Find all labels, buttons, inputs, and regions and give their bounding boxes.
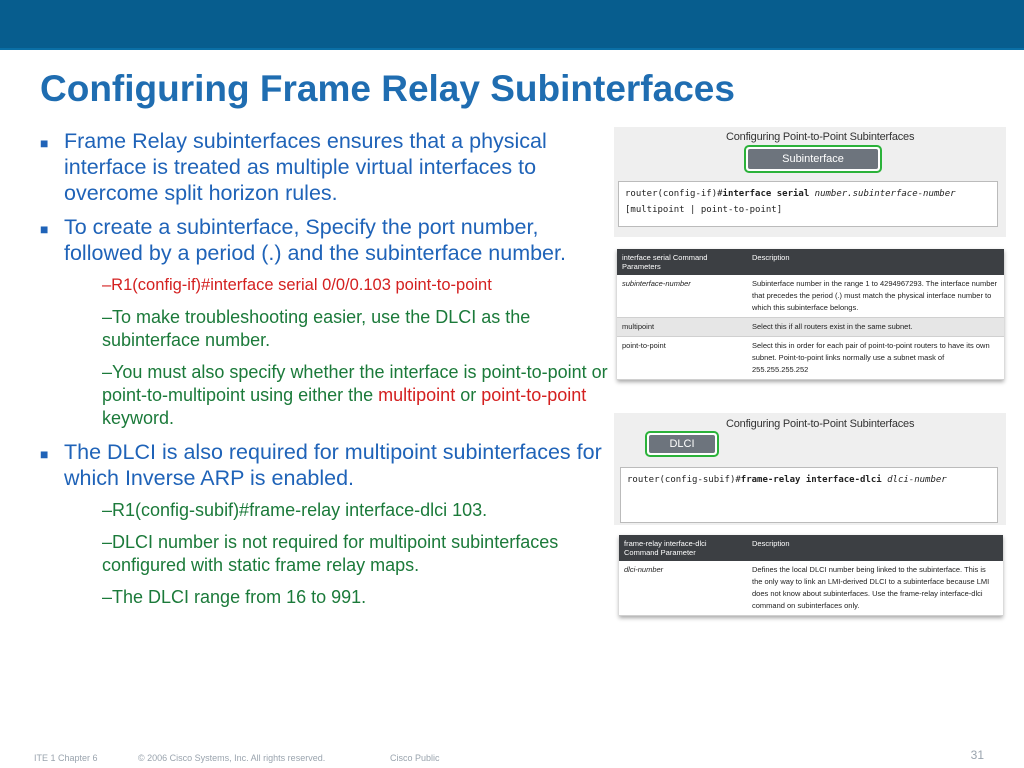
command-syntax-box: router(config-subif)#frame-relay interfa… (620, 467, 998, 523)
bullet-item: ■ To create a subinterface, Specify the … (38, 214, 610, 266)
figure-title: Configuring Point-to-Point Subinterfaces (726, 131, 915, 143)
table-row: subinterface-number Subinterface number … (617, 275, 1004, 318)
param-cell: dlci-number (619, 561, 747, 616)
bullet-text: To create a subinterface, Specify the po… (64, 215, 566, 265)
table-row: point-to-point Select this in order for … (617, 336, 1004, 380)
figure-title: Configuring Point-to-Point Subinterfaces (726, 418, 915, 430)
table-header-row: frame-relay interface-dlci Command Param… (619, 535, 1003, 561)
table-row: multipoint Select this if all routers ex… (617, 317, 1004, 337)
bullet-text: Frame Relay subinterfaces ensures that a… (64, 129, 547, 205)
column-header: Description (747, 535, 1003, 561)
code-argument: number.subinterface-number (814, 189, 956, 199)
param-cell: subinterface-number (617, 275, 747, 318)
description-cell: Subinterface number in the range 1 to 42… (747, 275, 1004, 318)
keyword-point-to-point: point-to-point (481, 385, 587, 405)
square-bullet-icon: ■ (40, 135, 49, 151)
subinterface-badge: Subinterface (744, 145, 882, 173)
code-command: frame-relay interface-dlci (740, 475, 888, 485)
dlci-params-table: frame-relay interface-dlci Command Param… (619, 535, 1003, 616)
slide-title: Configuring Frame Relay Subinterfaces (40, 68, 735, 109)
code-command: interface serial (722, 189, 815, 199)
column-header: interface serial Command Parameters (617, 249, 747, 275)
badge-label: Subinterface (748, 149, 878, 169)
description-cell: Select this in order for each pair of po… (747, 336, 1004, 380)
table-row: dlci-number Defines the local DLCI numbe… (619, 561, 1003, 616)
keyword-multipoint: multipoint (378, 385, 456, 405)
description-cell: Defines the local DLCI number being link… (747, 561, 1003, 616)
sub-bullet-text: keyword. (102, 408, 175, 428)
param-cell: point-to-point (617, 336, 747, 380)
square-bullet-icon: ■ (40, 446, 49, 462)
badge-label: DLCI (649, 435, 715, 453)
code-prompt: router(config-subif)# (627, 475, 741, 485)
sub-bullet: –To make troubleshooting easier, use the… (102, 307, 531, 350)
sub-bullet: –You must also specify whether the inter… (38, 361, 610, 430)
sub-bullet-text: or (455, 385, 482, 405)
footer-course: ITE 1 Chapter 6 (34, 753, 98, 763)
sub-bullet-text: –You must also specify whether the inter… (102, 362, 608, 405)
code-options: [multipoint | point-to-point] (625, 205, 783, 215)
bullet-item: ■ The DLCI is also required for multipoi… (38, 439, 610, 491)
dlci-badge: DLCI (645, 431, 719, 457)
sub-bullet: –The DLCI range from 16 to 991. (102, 587, 367, 607)
code-argument: dlci-number (887, 475, 947, 485)
description-cell: Select this if all routers exist in the … (747, 317, 1004, 337)
sub-bullet: –DLCI number is not required for multipo… (102, 532, 559, 575)
page-number: 31 (970, 748, 984, 762)
footer-classification: Cisco Public (390, 753, 440, 763)
command-syntax-box: router(config-if)#interface serial numbe… (618, 181, 998, 227)
header-bar (0, 0, 1024, 50)
param-cell: multipoint (617, 317, 747, 337)
sub-bullet-command: –R1(config-subif)#frame-relay interface-… (102, 500, 488, 520)
sub-bullet-command: –R1(config-if)#interface serial 0/0/0.10… (102, 276, 492, 294)
slide-body: ■ Frame Relay subinterfaces ensures that… (38, 128, 610, 618)
bullet-text: The DLCI is also required for multipoint… (64, 440, 602, 490)
footer-copyright: © 2006 Cisco Systems, Inc. All rights re… (138, 753, 326, 763)
column-header: Description (747, 249, 1004, 275)
square-bullet-icon: ■ (40, 221, 49, 237)
interface-serial-params-table: interface serial Command Parameters Desc… (617, 249, 1004, 380)
column-header: frame-relay interface-dlci Command Param… (619, 535, 747, 561)
table-header-row: interface serial Command Parameters Desc… (617, 249, 1004, 275)
bullet-item: ■ Frame Relay subinterfaces ensures that… (38, 128, 610, 206)
code-prompt: router(config-if)# (625, 189, 723, 199)
